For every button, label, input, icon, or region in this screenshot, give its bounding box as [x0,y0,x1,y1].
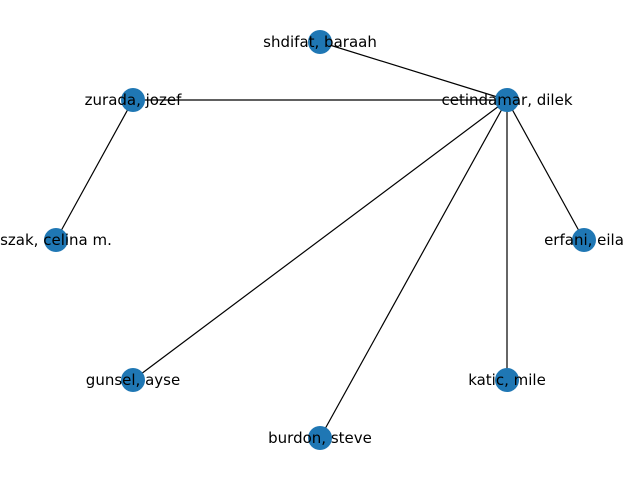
edge-cetindamar-burdon [319,99,508,439]
node-label-zurada: zurada, jozef [85,91,182,109]
node-cetindamar [495,88,519,112]
label-layer: cetindamar, dilek shdifat, baraah zurada, … [0,33,624,447]
node-label-szak: szak, celina m. [0,231,112,249]
node-erfani [572,228,596,252]
node-label-erfani: erfani, eila [544,231,624,249]
node-label-burdon: burdon, steve [268,429,372,447]
node-katic [495,368,519,392]
node-szak [44,228,68,252]
node-gunsel [121,368,145,392]
node-label-gunsel: gunsel, ayse [86,371,180,389]
node-burdon [308,426,332,450]
node-label-cetindamar: cetindamar, dilek [441,91,572,109]
node-layer [44,30,596,450]
edge-zurada-szak [55,99,134,241]
node-label-katic: katic, mile [468,371,546,389]
edge-shdifat-cetindamar [319,41,508,101]
node-zurada [121,88,145,112]
node-shdifat [308,30,332,54]
edge-cetindamar-erfani [506,99,585,241]
edge-cetindamar-gunsel [132,99,508,381]
edge-layer [55,41,585,439]
node-label-shdifat: shdifat, baraah [263,33,377,51]
